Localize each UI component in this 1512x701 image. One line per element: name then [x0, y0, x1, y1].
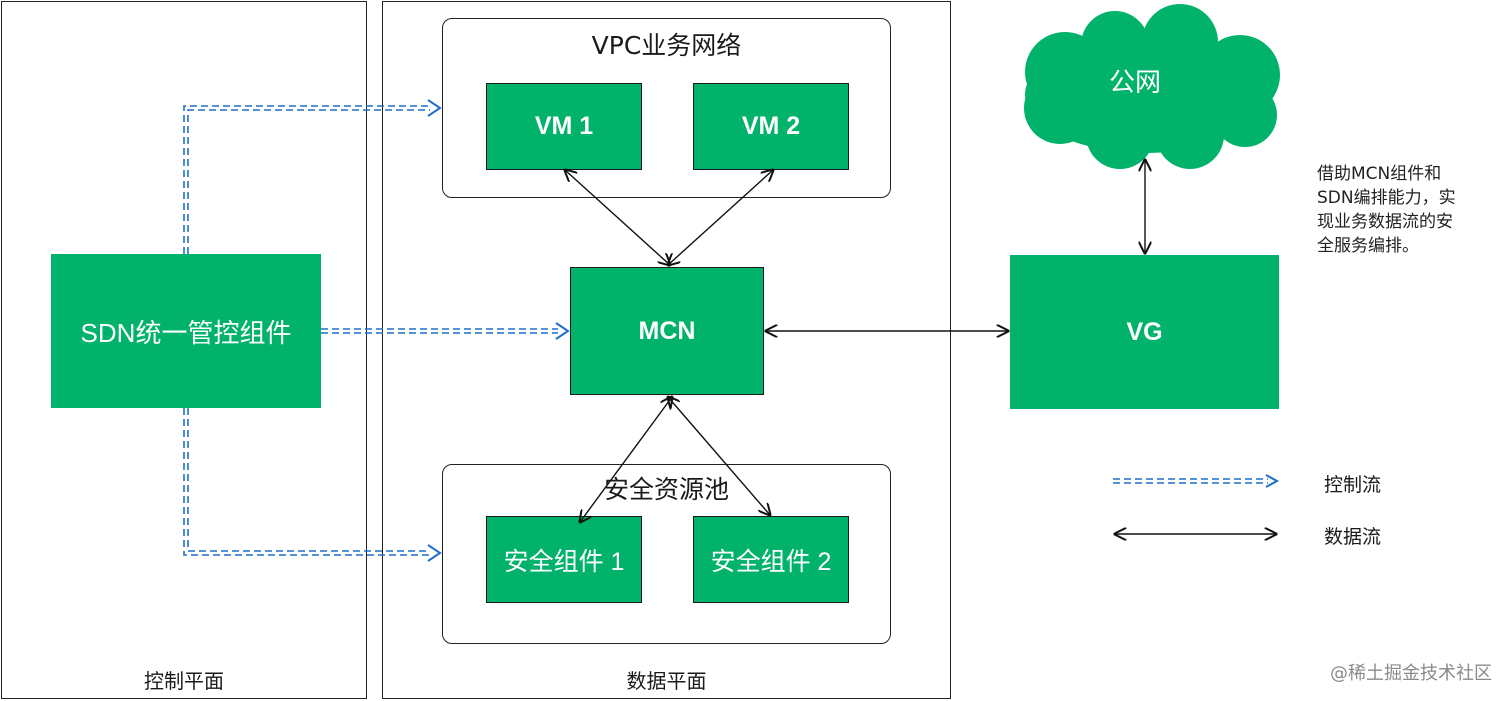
- security-pool-title: 安全资源池: [603, 475, 729, 504]
- security-component-2-label: 安全组件 2: [710, 547, 832, 576]
- control-plane-label: 控制平面: [144, 669, 224, 693]
- description-note: 借助MCN组件和 SDN编排能力，实 现业务数据流的安 全服务编排。: [1317, 162, 1456, 258]
- legend-control-flow-head: [1265, 474, 1280, 488]
- legend-data-flow-label: 数据流: [1324, 526, 1382, 548]
- sdn-controller-node: SDN统一管控组件: [51, 254, 321, 408]
- security-component-1-node: 安全组件 1: [486, 516, 642, 603]
- sdn-controller-label: SDN统一管控组件: [80, 317, 292, 348]
- security-component-2-node: 安全组件 2: [693, 516, 849, 603]
- vm2-node: VM 2: [693, 83, 849, 170]
- watermark: @稀土掘金技术社区: [1330, 663, 1492, 684]
- data-plane-label: 数据平面: [626, 669, 707, 693]
- note-line: 借助MCN组件和: [1317, 164, 1442, 184]
- mcn-node: MCN: [570, 267, 764, 395]
- public-network-label: 公网: [1108, 68, 1161, 98]
- vm2-label: VM 2: [741, 112, 801, 140]
- legend-control-flow-line: [1113, 478, 1268, 484]
- legend-control-flow-label: 控制流: [1324, 474, 1382, 496]
- note-line: 现业务数据流的安: [1317, 212, 1453, 232]
- note-line: SDN编排能力，实: [1317, 188, 1456, 208]
- vg-node: VG: [1010, 255, 1279, 409]
- vpc-network-title: VPC业务网络: [591, 31, 742, 60]
- vm1-label: VM 1: [534, 112, 594, 140]
- note-line: 全服务编排。: [1317, 236, 1419, 256]
- vg-label: VG: [1126, 317, 1163, 346]
- mcn-label: MCN: [638, 316, 696, 345]
- vm1-node: VM 1: [486, 83, 642, 170]
- security-component-1-label: 安全组件 1: [503, 547, 625, 576]
